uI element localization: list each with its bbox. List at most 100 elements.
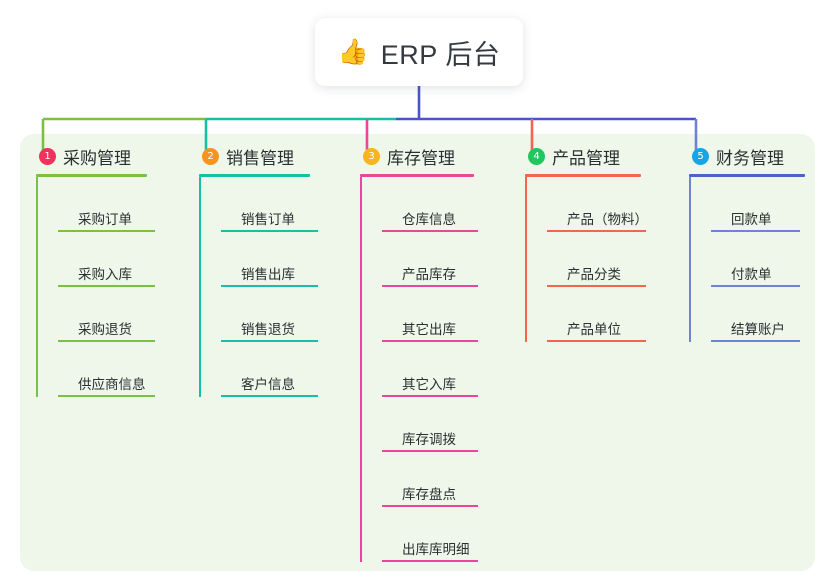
branch-column-5: 5 财务管理 回款单 付款单 结算账户 [689,143,839,342]
branch-spine [36,177,38,397]
list-item[interactable]: 采购退货 [58,287,196,342]
item-underline [382,560,478,562]
thumbs-up-icon: 👍 [337,37,369,66]
item-label: 其它入库 [402,377,456,392]
branch-underline-1 [36,174,147,177]
item-underline [382,285,478,287]
item-underline [221,395,318,397]
item-underline [711,340,800,342]
item-label: 付款单 [731,267,772,282]
item-label: 采购退货 [78,322,132,337]
item-underline [547,285,646,287]
list-item[interactable]: 产品单位 [547,287,685,342]
item-underline [58,340,155,342]
branch-badge-3: 3 [363,148,380,165]
branch-title-4: 产品管理 [552,149,620,168]
item-label: 产品库存 [402,267,456,282]
list-item[interactable]: 产品库存 [382,232,520,287]
item-underline [382,450,478,452]
item-label: 销售订单 [241,212,295,227]
item-label: 产品（物料） [567,212,648,227]
list-item[interactable]: 销售退货 [221,287,359,342]
list-item[interactable]: 产品（物料） [547,177,685,232]
item-underline [58,395,155,397]
root-node[interactable]: 👍 ERP 后台 [315,18,523,86]
list-item[interactable]: 其它入库 [382,342,520,397]
list-item[interactable]: 客户信息 [221,342,359,397]
branch-spine [360,177,362,562]
branch-title-5: 财务管理 [716,149,784,168]
branch-underline-2 [199,174,310,177]
branch-spine [199,177,201,397]
branch-items-5: 回款单 付款单 结算账户 [689,177,839,342]
branch-badge-1: 1 [39,148,56,165]
branch-items-4: 产品（物料） 产品分类 产品单位 [525,177,685,342]
item-underline [547,340,646,342]
item-underline [711,285,800,287]
item-underline [221,230,318,232]
item-label: 采购订单 [78,212,132,227]
chart-background-panel [20,134,815,571]
branch-items-1: 采购订单 采购入库 采购退货 供应商信息 [36,177,196,397]
list-item[interactable]: 销售订单 [221,177,359,232]
item-underline [382,230,478,232]
branch-header-3[interactable]: 3 库存管理 [360,143,520,170]
branch-title-3: 库存管理 [387,149,455,168]
branch-underline-4 [525,174,641,177]
list-item[interactable]: 付款单 [711,232,839,287]
branch-spine [689,177,691,342]
item-label: 仓库信息 [402,212,456,227]
branch-column-3: 3 库存管理 仓库信息 产品库存 其它出库 其它入库 [360,143,520,562]
list-item[interactable]: 采购订单 [58,177,196,232]
branch-column-1: 1 采购管理 采购订单 采购入库 采购退货 供应商信息 [36,143,196,397]
item-label: 销售退货 [241,322,295,337]
branch-underline-3 [360,174,474,177]
branch-header-1[interactable]: 1 采购管理 [36,143,196,170]
list-item[interactable]: 采购入库 [58,232,196,287]
branch-items-3: 仓库信息 产品库存 其它出库 其它入库 库存调拨 [360,177,520,562]
list-item[interactable]: 产品分类 [547,232,685,287]
item-label: 采购入库 [78,267,132,282]
item-label: 库存盘点 [402,487,456,502]
item-underline [221,285,318,287]
branch-items-2: 销售订单 销售出库 销售退货 客户信息 [199,177,359,397]
list-item[interactable]: 结算账户 [711,287,839,342]
branch-badge-4: 4 [528,148,545,165]
list-item[interactable]: 销售出库 [221,232,359,287]
item-label: 出库库明细 [402,542,470,557]
list-item[interactable]: 供应商信息 [58,342,196,397]
branch-title-2: 销售管理 [226,149,294,168]
branch-header-5[interactable]: 5 财务管理 [689,143,839,170]
item-label: 库存调拨 [402,432,456,447]
list-item[interactable]: 库存调拨 [382,397,520,452]
branch-badge-2: 2 [202,148,219,165]
list-item[interactable]: 其它出库 [382,287,520,342]
item-label: 客户信息 [241,377,295,392]
item-underline [547,230,646,232]
branch-title-1: 采购管理 [63,149,131,168]
item-label: 产品单位 [567,322,621,337]
branch-header-4[interactable]: 4 产品管理 [525,143,685,170]
item-label: 结算账户 [731,322,785,337]
item-underline [58,285,155,287]
branch-header-2[interactable]: 2 销售管理 [199,143,359,170]
item-underline [382,340,478,342]
branch-spine [525,177,527,342]
item-label: 其它出库 [402,322,456,337]
list-item[interactable]: 库存盘点 [382,452,520,507]
branch-badge-5: 5 [692,148,709,165]
branch-underline-5 [689,174,805,177]
list-item[interactable]: 回款单 [711,177,839,232]
item-underline [58,230,155,232]
branch-column-4: 4 产品管理 产品（物料） 产品分类 产品单位 [525,143,685,342]
item-label: 销售出库 [241,267,295,282]
item-underline [382,395,478,397]
list-item[interactable]: 出库库明细 [382,507,520,562]
item-underline [711,230,800,232]
item-underline [382,505,478,507]
list-item[interactable]: 仓库信息 [382,177,520,232]
branch-column-2: 2 销售管理 销售订单 销售出库 销售退货 客户信息 [199,143,359,397]
item-underline [221,340,318,342]
